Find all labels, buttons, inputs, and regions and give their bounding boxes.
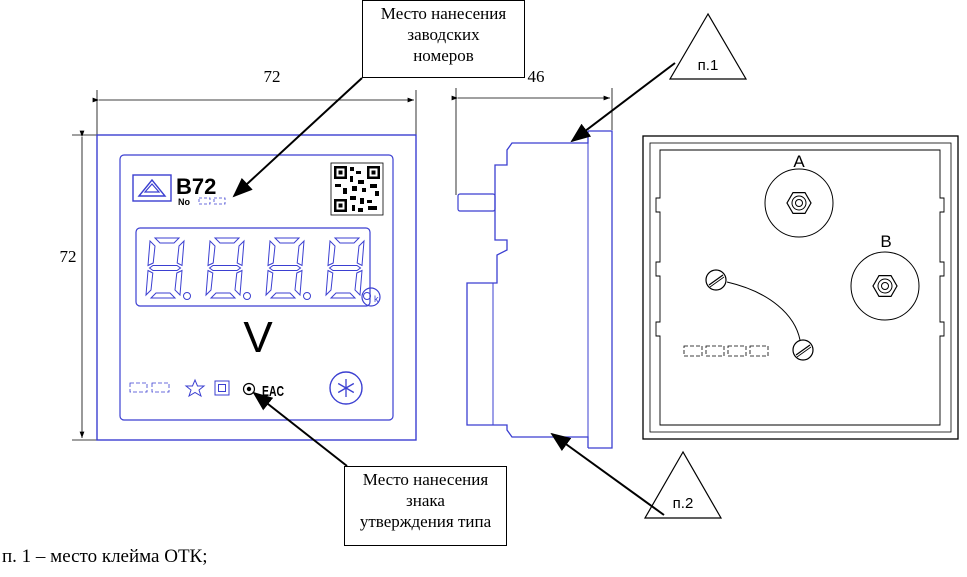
digit-segment: [356, 239, 365, 267]
digit-segment: [333, 237, 361, 244]
rear-serial-slot: [705, 345, 725, 357]
digit-segment: [207, 239, 216, 267]
seven-segment-digit: [325, 237, 371, 300]
jumper-wire: [726, 281, 801, 341]
digit-segment: [213, 237, 241, 244]
leader-type-approval: [252, 391, 348, 467]
terminal-a-label: A: [793, 152, 805, 171]
rear-view: A B: [642, 135, 959, 440]
callout-serial-place: Место нанесения заводских номеров: [362, 0, 525, 78]
indicator-slot: [151, 382, 170, 393]
seven-segment-digits: [145, 237, 371, 300]
side-bezel: [588, 130, 613, 449]
rear-serial-slot: [727, 345, 747, 357]
rear-inner-frame: [649, 142, 952, 433]
qr-code-icon: [330, 162, 384, 216]
callout-serial-line-1: Место нанесения: [380, 4, 507, 23]
marker-p2: п.2: [643, 450, 723, 519]
digit-segment: [147, 239, 156, 267]
rear-housing-outline: [655, 149, 945, 426]
digit-segment: [236, 239, 245, 267]
digit-segment: [234, 269, 243, 297]
callout-serial-line-3: номеров: [413, 46, 474, 65]
rear-serial-slot: [749, 345, 769, 357]
digit-segment: [328, 265, 362, 271]
rear-outer-frame: [642, 135, 959, 440]
side-housing: [466, 131, 589, 448]
rear-serial-slot: [683, 345, 703, 357]
terminal-b-icon: [850, 251, 920, 321]
seven-segment-digit: [145, 237, 191, 300]
terminal-b-label: B: [880, 232, 891, 251]
digit-segment: [268, 265, 302, 271]
front-outer-frame: [96, 134, 417, 441]
leader-serial: [232, 77, 363, 198]
digit-segment: [265, 269, 274, 297]
display-window: [135, 227, 371, 307]
digit-segment: [296, 239, 305, 267]
side-terminal-stud: [457, 193, 496, 212]
digit-segment: [273, 237, 301, 244]
digit-segment: [325, 269, 334, 297]
model-label: B72: [176, 174, 216, 199]
marker-p1: п.1: [668, 12, 748, 80]
serial-box: [213, 197, 226, 205]
digit-segment: [176, 239, 185, 267]
digit-segment: [354, 269, 363, 297]
callout-type-approval-place: Место нанесения знака утверждения типа: [344, 466, 507, 546]
marker-p1-label: п.1: [698, 57, 719, 74]
digit-decimal-point: [183, 292, 191, 300]
footnote: п. 1 – место клейма ОТК;: [2, 546, 208, 567]
digit-decimal-point: [243, 292, 251, 300]
digit-segment: [269, 292, 297, 299]
digit-segment: [267, 239, 276, 267]
type-approval-mark-icon: [242, 382, 256, 396]
dim-width-label: 72: [264, 67, 281, 86]
leader-p2: [550, 432, 665, 516]
digit-segment: [294, 269, 303, 297]
digit-segment: [327, 239, 336, 267]
screw-icon: [705, 269, 727, 291]
front-inner-bezel: [119, 154, 394, 421]
front-view: k B72 No V EAC: [72, 90, 417, 441]
screw-icon: [792, 339, 814, 361]
digit-segment: [329, 292, 357, 299]
k-coefficient-icon: k: [361, 287, 381, 307]
terminal-a-icon: [764, 168, 834, 238]
serial-prefix-label: No: [178, 197, 190, 207]
logo-icon: [132, 174, 172, 202]
marker-p2-label: п.2: [673, 495, 694, 512]
digit-segment: [174, 269, 183, 297]
star-icon: [184, 378, 206, 398]
unit-label: V: [243, 313, 273, 362]
digit-decimal-point: [303, 292, 311, 300]
leader-p1: [570, 62, 676, 143]
side-view: [451, 88, 613, 449]
dim-height-label: 72: [60, 247, 77, 266]
seven-segment-digit: [265, 237, 311, 300]
eac-mark: EAC: [262, 383, 284, 400]
serial-box: [198, 197, 211, 205]
dim-depth-label: 46: [528, 67, 545, 86]
callout-serial-line-2: заводских: [407, 25, 480, 44]
indicator-slot: [129, 382, 148, 393]
digit-segment: [153, 237, 181, 244]
seven-segment-digit: [205, 237, 251, 300]
digit-segment: [149, 292, 177, 299]
digit-segment: [148, 265, 182, 271]
digit-decimal-point: [363, 292, 371, 300]
digit-segment: [209, 292, 237, 299]
callout-type-approval-line-2: знака: [406, 491, 445, 510]
svg-text:k: k: [374, 294, 379, 304]
digit-segment: [205, 269, 214, 297]
digit-segment: [208, 265, 242, 271]
callout-type-approval-line-3: утверждения типа: [359, 512, 492, 531]
double-square-icon: [214, 380, 230, 396]
digit-segment: [145, 269, 154, 297]
snowflake-button-icon[interactable]: [329, 371, 363, 405]
callout-type-approval-line-1: Место нанесения: [362, 470, 489, 489]
